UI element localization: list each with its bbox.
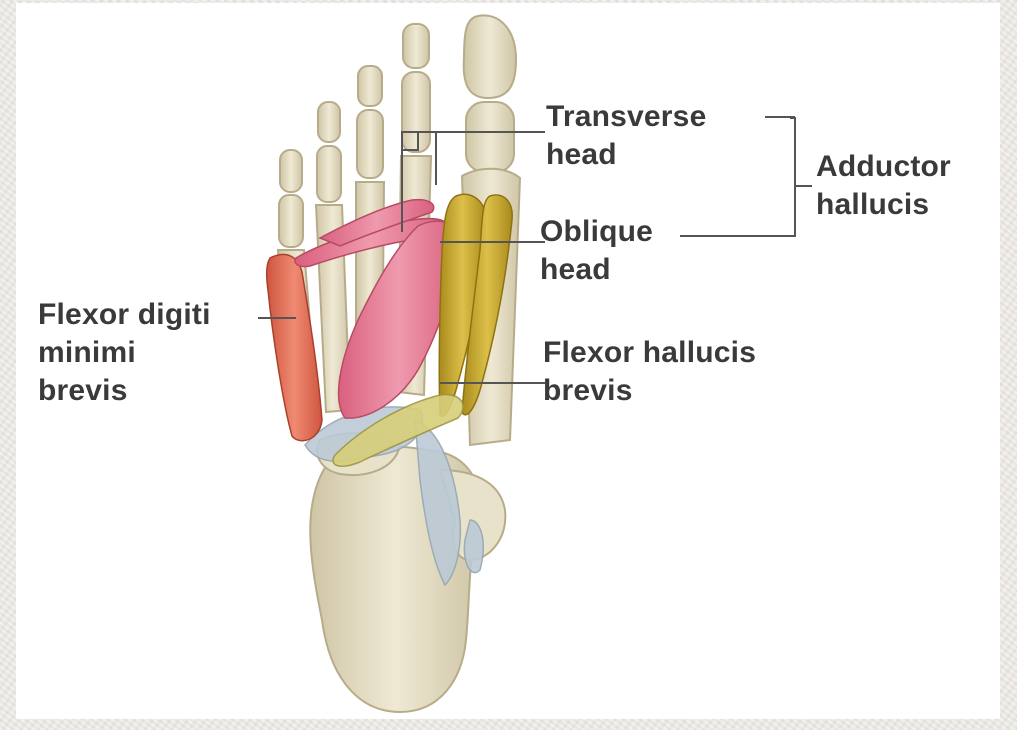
label-line: head bbox=[540, 251, 653, 289]
flexor-digiti-minimi-muscle bbox=[267, 254, 322, 440]
label-line: hallucis bbox=[816, 186, 951, 224]
label-oblique-head: Oblique head bbox=[540, 213, 653, 289]
label-line: Adductor bbox=[816, 148, 951, 186]
label-line: Oblique bbox=[540, 213, 653, 251]
label-line: brevis bbox=[543, 372, 756, 410]
label-line: brevis bbox=[38, 372, 211, 410]
label-line: Transverse bbox=[546, 98, 706, 136]
label-line: Flexor hallucis bbox=[543, 334, 756, 372]
label-line: minimi bbox=[38, 334, 211, 372]
label-adductor-hallucis: Adductor hallucis bbox=[816, 148, 951, 224]
label-flexor-hallucis-brevis: Flexor hallucis brevis bbox=[543, 334, 756, 410]
label-transverse-head: Transverse head bbox=[546, 98, 706, 174]
label-line: head bbox=[546, 136, 706, 174]
label-flexor-digiti-minimi-brevis: Flexor digiti minimi brevis bbox=[38, 296, 211, 410]
label-line: Flexor digiti bbox=[38, 296, 211, 334]
